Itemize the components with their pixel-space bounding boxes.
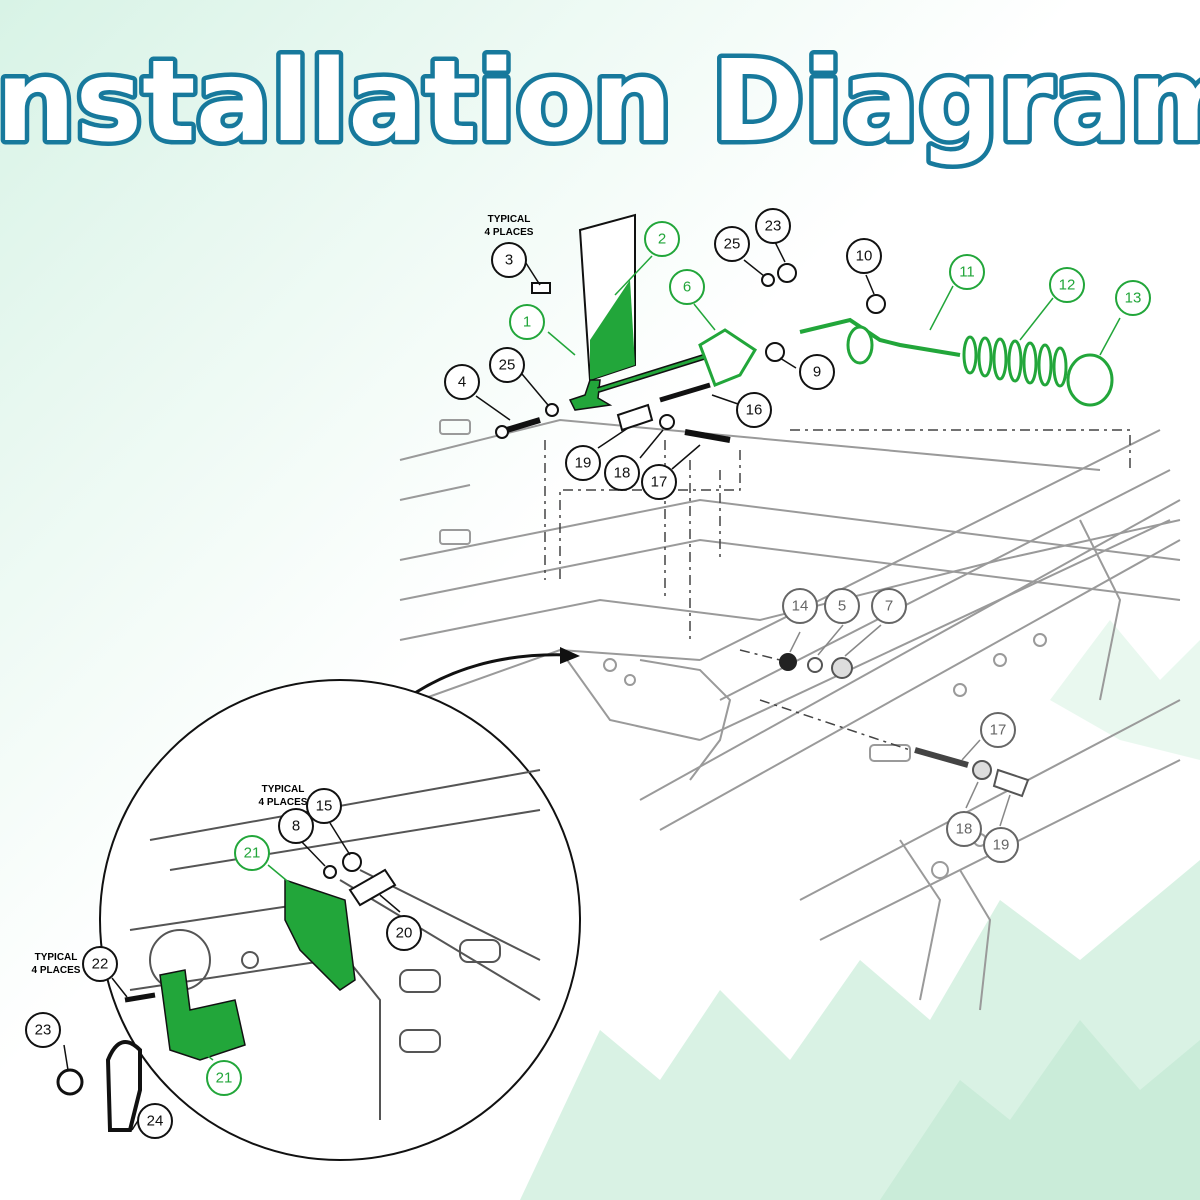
callout-2-label: 2 <box>658 231 666 248</box>
callout-15: 15 <box>306 788 342 824</box>
typical-note-inset-left: TYPICAL 4 PLACES <box>32 952 81 976</box>
callout-20-label: 20 <box>396 925 413 942</box>
callout-12: 12 <box>1049 267 1085 303</box>
callout-3-label: 3 <box>505 252 513 269</box>
callout-24: 24 <box>137 1103 173 1139</box>
typical-note-top-line1: TYPICAL <box>488 214 531 225</box>
callout-leaders <box>63 239 1121 1131</box>
callout-11: 11 <box>949 254 985 290</box>
callout-8: 8 <box>278 808 314 844</box>
brake-pedal-assembly <box>495 213 1114 798</box>
callout-23-top: 23 <box>755 208 791 244</box>
callout-24-label: 24 <box>147 1113 164 1130</box>
title: Installation Diagram <box>0 33 1200 172</box>
detail-inset <box>56 679 581 1161</box>
callout-23-inset-label: 23 <box>35 1022 52 1039</box>
callouts: 1 2 3 4 5 6 7 8 9 10 11 12 13 14 15 16 1… <box>25 208 1151 1139</box>
callout-16: 16 <box>736 392 772 428</box>
callout-23-top-label: 23 <box>765 218 782 235</box>
mint-mountains-decoration <box>520 620 1200 1200</box>
callout-21-lower: 21 <box>206 1060 242 1096</box>
callout-25-top: 25 <box>714 226 750 262</box>
callout-10-label: 10 <box>856 248 873 265</box>
title-text: Installation Diagram <box>0 37 1200 167</box>
callout-15-label: 15 <box>316 798 333 815</box>
callout-25-top-label: 25 <box>724 236 741 253</box>
callout-3: 3 <box>491 242 527 278</box>
callout-17: 17 <box>641 464 677 500</box>
callout-1: 1 <box>509 304 545 340</box>
callout-5-label: 5 <box>838 598 846 615</box>
typical-note-inset-top: TYPICAL 4 PLACES <box>259 784 308 808</box>
callout-19-label: 19 <box>575 455 592 472</box>
callout-9: 9 <box>799 354 835 390</box>
callout-5: 5 <box>824 588 860 624</box>
callout-2: 2 <box>644 221 680 257</box>
callout-20: 20 <box>386 915 422 951</box>
callout-18-label: 18 <box>614 465 631 482</box>
typical-note-inset-left-line1: TYPICAL <box>35 952 78 963</box>
callout-1-label: 1 <box>523 314 531 331</box>
callout-8-label: 8 <box>292 818 300 835</box>
callout-22: 22 <box>82 946 118 982</box>
callout-4-label: 4 <box>458 374 466 391</box>
callout-22-label: 22 <box>92 956 109 973</box>
callout-18-frame: 18 <box>946 811 982 847</box>
callout-7: 7 <box>871 588 907 624</box>
callout-17-frame: 17 <box>980 712 1016 748</box>
callout-4: 4 <box>444 364 480 400</box>
callout-14-label: 14 <box>792 598 809 615</box>
callout-25-left: 25 <box>489 347 525 383</box>
callout-18-frame-label: 18 <box>956 821 973 838</box>
callout-13-label: 13 <box>1125 290 1142 307</box>
callout-21-upper: 21 <box>234 835 270 871</box>
callout-21-upper-label: 21 <box>244 845 261 862</box>
callout-16-label: 16 <box>746 402 763 419</box>
callout-18: 18 <box>604 455 640 491</box>
typical-note-inset-top-line2: 4 PLACES <box>259 797 308 808</box>
callout-7-label: 7 <box>885 598 893 615</box>
callout-17-label: 17 <box>651 474 668 491</box>
typical-note-top-line2: 4 PLACES <box>485 227 534 238</box>
callout-21-lower-label: 21 <box>216 1070 233 1087</box>
callout-17-frame-label: 17 <box>990 722 1007 739</box>
callout-13: 13 <box>1115 280 1151 316</box>
callout-19-frame: 19 <box>983 827 1019 863</box>
callout-12-label: 12 <box>1059 277 1076 294</box>
callout-9-label: 9 <box>813 364 821 381</box>
callout-11-label: 11 <box>959 264 975 281</box>
callout-25-left-label: 25 <box>499 357 516 374</box>
typical-note-inset-left-line2: 4 PLACES <box>32 965 81 976</box>
callout-14: 14 <box>782 588 818 624</box>
callout-19: 19 <box>565 445 601 481</box>
callout-6-label: 6 <box>683 279 691 296</box>
typical-note-inset-top-line1: TYPICAL <box>262 784 305 795</box>
callout-23-inset: 23 <box>25 1012 61 1048</box>
typical-note-top: TYPICAL 4 PLACES <box>485 214 534 238</box>
callout-6: 6 <box>669 269 705 305</box>
callout-19-frame-label: 19 <box>993 837 1010 854</box>
callout-10: 10 <box>846 238 882 274</box>
